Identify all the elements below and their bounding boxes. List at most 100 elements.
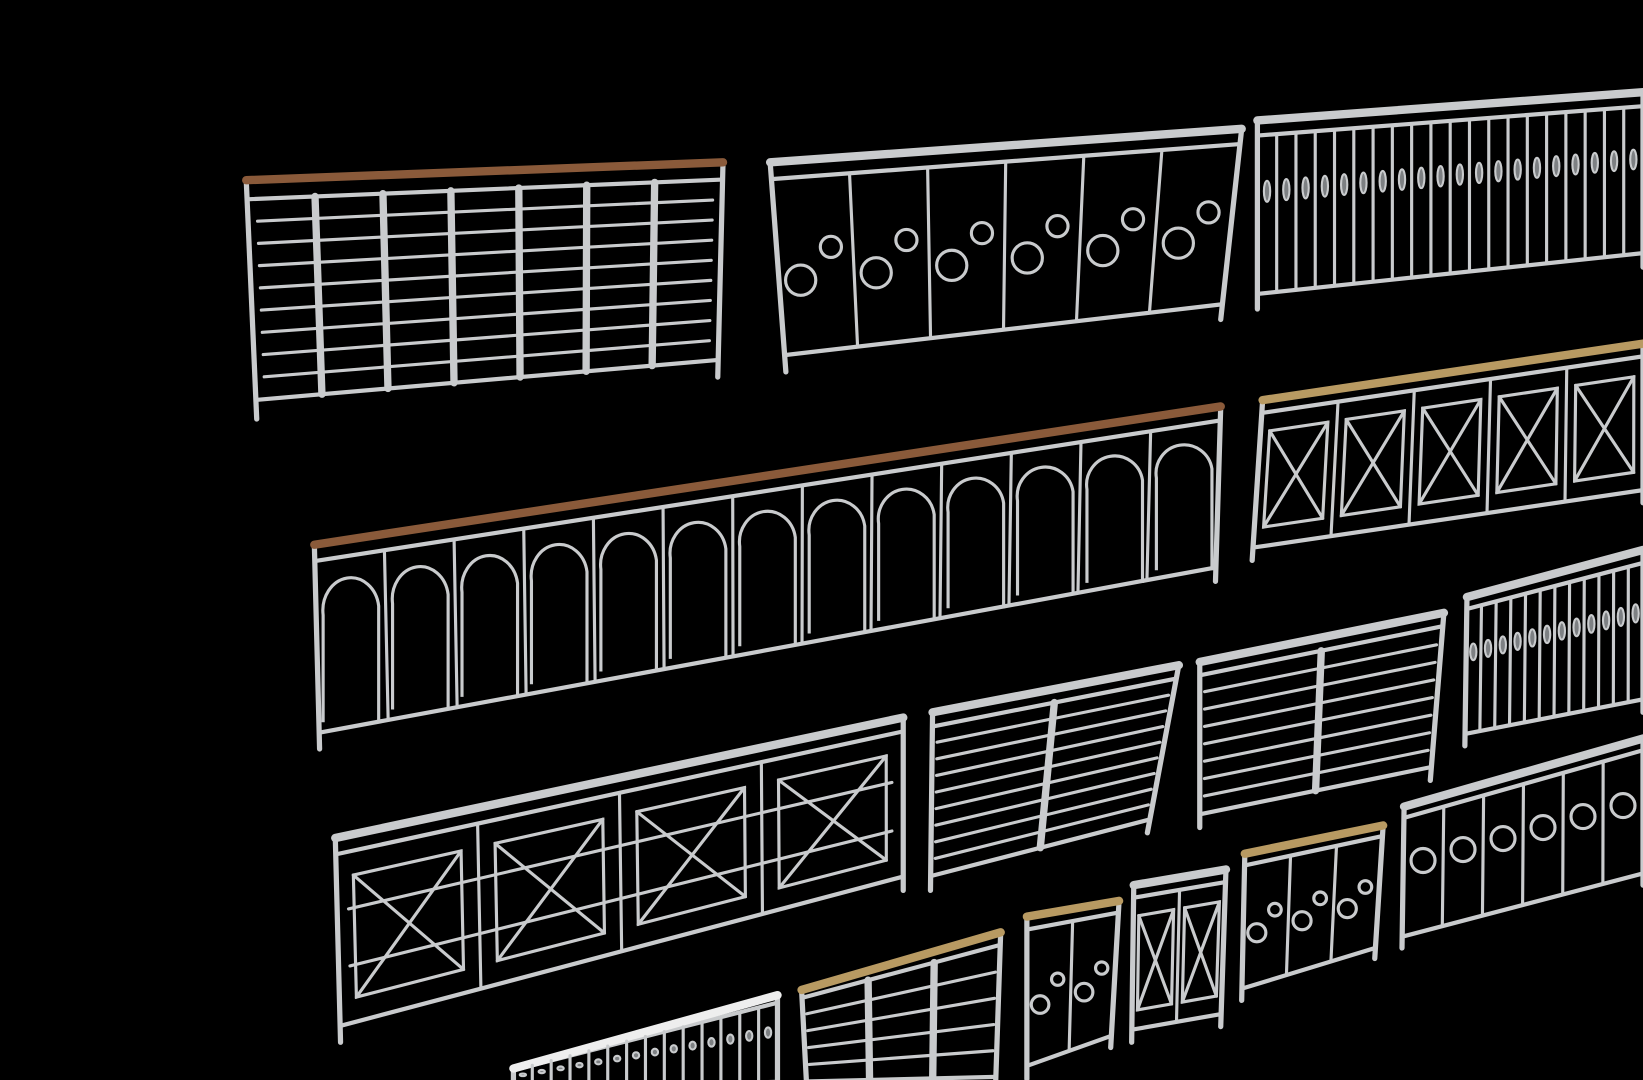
circle-ornament: [1489, 824, 1517, 853]
baluster: [1567, 580, 1572, 716]
horizontal-bar: [807, 1049, 995, 1067]
baluster-twist: [1320, 174, 1330, 198]
railing-twisted-balusters: [1253, 87, 1643, 312]
scroll-ornament: [935, 248, 969, 283]
baluster-twist: [745, 1029, 754, 1042]
end-post: [798, 987, 809, 1080]
end-post: [1239, 851, 1248, 1004]
circle-ornament: [1409, 846, 1437, 875]
baluster-twist: [1301, 176, 1310, 200]
arch-loop: [390, 565, 450, 710]
scroll-ornament: [969, 220, 995, 246]
baluster: [929, 958, 938, 1080]
diagonal-bar: [354, 849, 463, 999]
panel-frame: [1261, 420, 1330, 529]
circle-ornament: [1529, 813, 1557, 842]
baluster: [864, 976, 874, 1080]
baluster-twist: [1262, 179, 1272, 203]
baluster-twist: [1629, 148, 1638, 171]
diagonal-bar: [1262, 420, 1330, 529]
horizontal-bar: [260, 298, 712, 334]
baluster: [1147, 148, 1164, 315]
scroll-ornament: [894, 227, 919, 253]
horizontal-bar: [257, 238, 714, 268]
baluster-twist: [1494, 160, 1503, 183]
baluster-twist: [1436, 164, 1445, 188]
baluster-twist: [1572, 617, 1581, 638]
baluster-twist: [594, 1058, 603, 1066]
baluster-twist: [575, 1061, 584, 1069]
baluster: [447, 187, 458, 387]
panel-frame: [1180, 899, 1222, 1004]
baluster: [926, 165, 933, 340]
handrail: [310, 402, 1225, 549]
baluster-twist: [518, 1072, 528, 1078]
baluster: [582, 181, 591, 376]
baluster: [1329, 844, 1339, 964]
arch-loop: [807, 498, 867, 634]
circle-ornament: [1609, 792, 1637, 820]
baluster-twist: [1498, 635, 1508, 655]
baluster: [1074, 154, 1086, 323]
baluster: [1561, 771, 1565, 897]
end-post: [993, 929, 1004, 1080]
horizontal-bar: [258, 258, 713, 290]
baluster-twist: [1455, 163, 1465, 186]
baluster: [938, 462, 944, 620]
baluster: [648, 178, 659, 370]
arch-loop: [1085, 454, 1145, 583]
end-post: [1462, 594, 1470, 749]
handrail: [1129, 865, 1231, 890]
end-post: [1108, 898, 1122, 1051]
top-rail: [1259, 354, 1643, 416]
baluster: [1537, 588, 1542, 722]
baluster: [1284, 854, 1293, 977]
baluster: [847, 171, 860, 349]
panel-frame: [635, 785, 747, 927]
baluster-twist: [707, 1037, 716, 1048]
baluster: [1507, 595, 1513, 727]
baluster-twist: [1542, 624, 1552, 645]
handrail: [1462, 545, 1643, 602]
baluster-twist: [1616, 606, 1626, 627]
railing-lattice-panels: [1249, 339, 1643, 564]
end-post: [311, 542, 323, 752]
panel-frame: [1339, 409, 1406, 518]
arch-loop: [460, 553, 520, 697]
railing-ornate-scrolls: [765, 124, 1246, 375]
baluster-twist: [1532, 156, 1542, 179]
arch-loop: [529, 542, 589, 685]
baluster: [1522, 592, 1528, 724]
scroll-ornament: [1120, 207, 1146, 232]
horizontal-bar: [256, 218, 714, 245]
baluster-twist: [1417, 166, 1426, 190]
end-post: [927, 709, 936, 894]
scroll-ornament: [1093, 960, 1110, 976]
scroll-ornament: [1291, 910, 1313, 932]
handrail: [928, 660, 1184, 717]
scroll-ornament: [1010, 241, 1044, 275]
baluster-twist: [1483, 638, 1493, 658]
baluster-twist: [1528, 628, 1537, 648]
baluster: [476, 822, 483, 991]
railing-square-x-pattern: [331, 713, 908, 1045]
baluster: [522, 527, 528, 697]
railing-central-ornament: [1462, 545, 1643, 749]
baluster-twist: [688, 1040, 697, 1051]
scroll-ornament: [818, 234, 844, 260]
horizontal-bar: [262, 339, 711, 379]
baluster-twist: [1339, 173, 1349, 197]
baluster-twist: [1601, 610, 1611, 631]
baluster: [1067, 919, 1075, 1053]
arch-loop: [1015, 465, 1075, 596]
baluster-twist: [1359, 171, 1368, 195]
arch-loop: [737, 509, 797, 647]
scroll-ornament: [1267, 901, 1283, 918]
arch-loop: [668, 520, 728, 659]
top-rail: [1242, 833, 1385, 868]
bottom-rail: [253, 357, 721, 402]
top-rail: [312, 418, 1223, 564]
baluster: [1311, 647, 1325, 795]
baluster: [759, 760, 765, 916]
scroll-ornament: [1073, 981, 1095, 1003]
